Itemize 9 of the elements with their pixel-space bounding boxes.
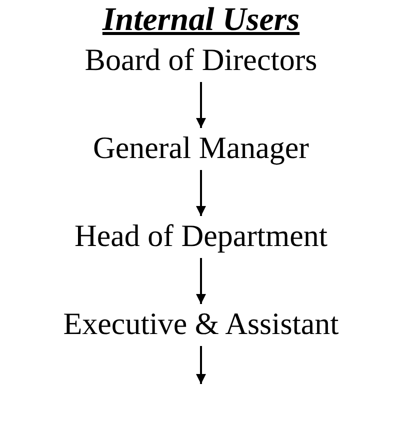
arrow: [196, 346, 206, 384]
node-text: Head of Department: [74, 218, 328, 254]
node-text: Board of Directors: [84, 42, 318, 78]
arrow: [196, 82, 206, 128]
arrow: [196, 258, 206, 304]
node-text: General Manager: [92, 130, 310, 166]
title: Internal Users: [101, 2, 301, 39]
node-text: Executive & Assistant: [63, 306, 339, 342]
arrow: [196, 170, 206, 216]
